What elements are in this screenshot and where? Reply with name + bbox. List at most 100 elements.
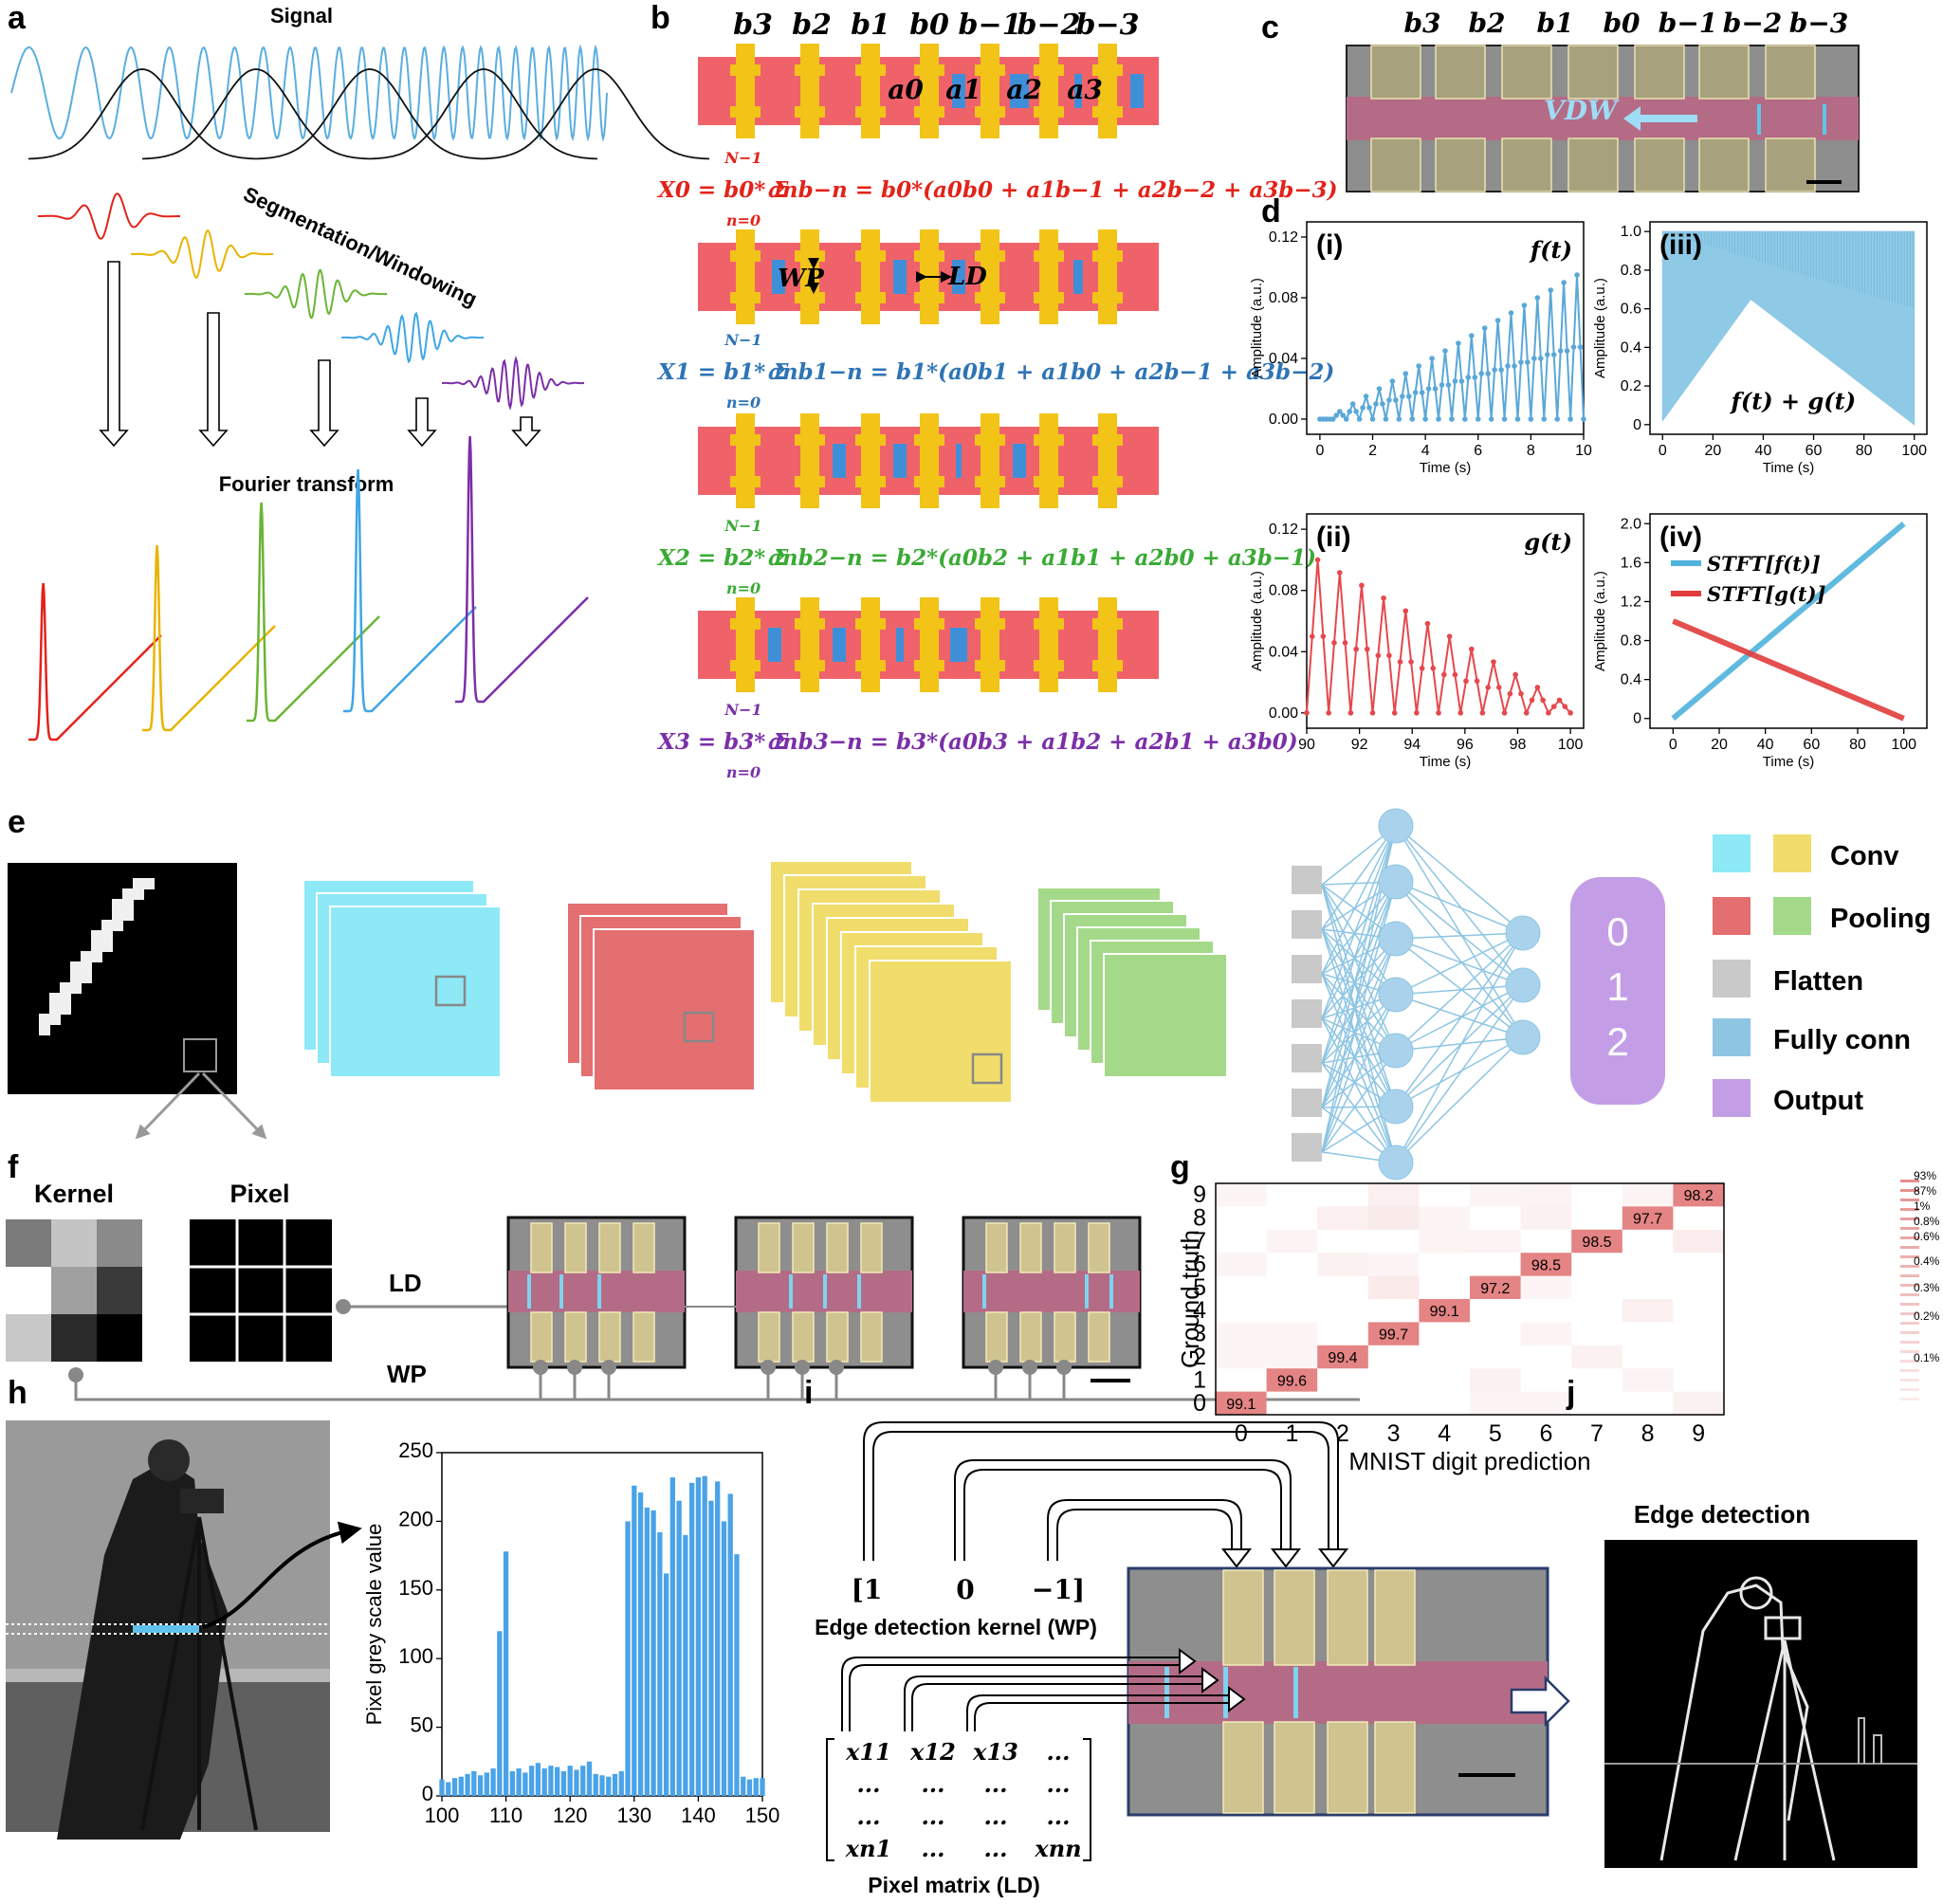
electrode: [1039, 44, 1058, 138]
colorbar-step: [1900, 1227, 1919, 1230]
pixel-label: Pixel: [229, 1180, 289, 1208]
histogram-bar: [721, 1521, 727, 1796]
electrode: [736, 413, 755, 508]
x-tick-label: 92: [1351, 737, 1368, 753]
x-tick-label: 2: [1336, 1420, 1349, 1447]
edge-camera: [1764, 1616, 1802, 1640]
data-point: [1561, 280, 1567, 285]
x-tick-label: 9: [1692, 1420, 1705, 1447]
y-axis-label: Amplitude (a.u.): [1592, 278, 1608, 378]
histogram-bar: [555, 1767, 560, 1796]
electrode: [981, 44, 999, 138]
x-tick-label: 1: [1285, 1420, 1298, 1447]
track-channel: [963, 1271, 1140, 1312]
y-tick-label: 2: [1193, 1344, 1206, 1370]
data-point: [1550, 704, 1557, 709]
domain-wall: [893, 260, 907, 294]
hollow-loop-arrow: [863, 1421, 1339, 1561]
connection: [1321, 825, 1397, 975]
electrode-pad: [975, 250, 1005, 262]
digit-pixel: [60, 1003, 71, 1015]
y-tick-label: 0.4: [1621, 672, 1641, 688]
a-coefficient: a1: [945, 74, 981, 105]
x-tick-label: 90: [1298, 737, 1315, 753]
y-tick-label: 0.4: [1621, 339, 1641, 356]
x-tick-label: 80: [1849, 737, 1866, 753]
connection: [1395, 938, 1524, 986]
legend-label: Fully conn: [1773, 1025, 1911, 1055]
data-point: [1494, 318, 1501, 323]
x-tick-label: 3: [1387, 1420, 1401, 1447]
electrode-bottom: [564, 1311, 587, 1363]
y-tick-label: 0.8: [1621, 633, 1641, 650]
electrode-top: [758, 1222, 780, 1273]
feature-map: [869, 960, 1013, 1104]
connection: [1395, 881, 1524, 934]
electrode-pad: [914, 618, 944, 630]
kernel-cell: [97, 1314, 142, 1362]
subpanel-label: (ii): [1316, 522, 1351, 553]
electrode: [981, 413, 999, 508]
electrode-bottom: [1327, 1721, 1368, 1814]
electrode-pad: [914, 250, 944, 262]
wp-wire: [74, 1375, 1360, 1401]
digit-pixel: [81, 972, 92, 983]
edge-head: [1739, 1576, 1773, 1610]
digit-pixel: [101, 930, 113, 942]
x-axis-label: Time (s): [1420, 754, 1471, 770]
x-tick-label: 0: [1235, 1420, 1248, 1447]
x-tick-label: 140: [681, 1803, 716, 1827]
colorbar-step: [1900, 1331, 1919, 1334]
histogram-bar: [439, 1779, 445, 1796]
equation-lhs: X2 = b2* Σ: [656, 545, 789, 571]
data-point: [1474, 678, 1480, 685]
connection: [1395, 825, 1524, 1038]
edge-buildings: [1858, 1717, 1882, 1764]
data-point: [1557, 348, 1564, 354]
matrix-entry: xn1: [845, 1835, 891, 1862]
data-point: [1359, 582, 1365, 589]
x-tick-label: 130: [616, 1803, 651, 1827]
x-tick-label: 110: [489, 1803, 522, 1827]
connection: [1321, 938, 1397, 1153]
colorbar-step: [1900, 1388, 1919, 1391]
data-point: [1414, 710, 1420, 716]
data-point: [1432, 386, 1439, 392]
y-tick-label: 1: [1193, 1366, 1206, 1393]
matrix-bracket-left: [826, 1738, 834, 1861]
data-point: [1574, 272, 1580, 278]
heatmap-cell: [1266, 1345, 1318, 1369]
y-tick-label: 0.8: [1621, 263, 1641, 279]
data-point: [1383, 416, 1389, 422]
electrode-top: [564, 1222, 587, 1273]
pixel-grid-bg: [190, 1219, 332, 1362]
data-point: [1501, 710, 1508, 716]
histogram-bar: [741, 1776, 746, 1796]
connection: [1395, 984, 1524, 1108]
histogram-bar: [477, 1775, 484, 1796]
electrode-pad: [1092, 250, 1123, 262]
y-tick-label: 9: [1193, 1181, 1206, 1208]
data-point: [1491, 659, 1496, 665]
a-coefficient: a2: [1006, 74, 1042, 105]
electrode-bottom: [1501, 137, 1552, 192]
connection: [1321, 994, 1397, 1108]
pixel-caption: Pixel matrix (LD): [868, 1873, 1040, 1897]
data-point: [1363, 394, 1369, 399]
legend-swatch: [1773, 897, 1811, 935]
electrode-bottom: [792, 1311, 815, 1363]
histogram-bar: [746, 1779, 753, 1796]
data-point: [1391, 710, 1398, 716]
electrode: [920, 597, 939, 692]
data-point: [1463, 678, 1469, 685]
arrow-head: [1220, 1548, 1253, 1568]
histogram-bar: [727, 1493, 733, 1796]
connection: [1321, 938, 1397, 1019]
electrode-bottom: [1435, 137, 1486, 192]
data-point: [1373, 401, 1379, 407]
electrode-pad: [730, 292, 761, 303]
